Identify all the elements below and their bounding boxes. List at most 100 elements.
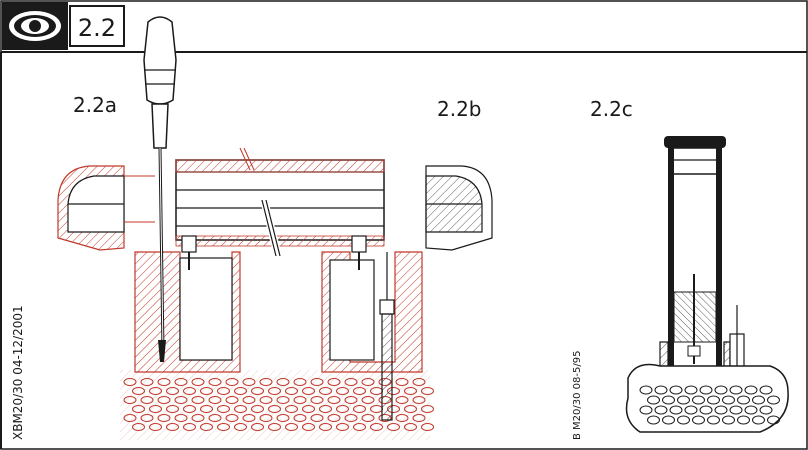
cobblestone [759, 405, 773, 415]
cobblestone [183, 387, 196, 395]
cobblestone [692, 395, 705, 405]
cobblestone [404, 423, 417, 431]
cobblestone [310, 396, 324, 404]
cobblestone [387, 423, 400, 431]
cobblestone [132, 387, 145, 395]
cobblestone [662, 415, 675, 425]
cobblestone [234, 405, 247, 413]
cobblestone [647, 415, 660, 425]
cobblestone [729, 405, 743, 415]
cobblestone [183, 405, 196, 413]
screwdriver-icon [143, 16, 177, 362]
cobblestone [639, 405, 653, 415]
cobblestone [123, 378, 137, 386]
cobblestone [412, 396, 426, 404]
cobblestone [242, 414, 256, 422]
cobblestone [191, 414, 205, 422]
cobblestone [149, 387, 162, 395]
cobblestone [166, 387, 179, 395]
cobblestone [123, 414, 137, 422]
cobblestone [293, 378, 307, 386]
figure-label-a: 2.2a [73, 93, 117, 117]
cobblestone [259, 378, 273, 386]
left-bolt [181, 235, 197, 270]
figure-2-2a-2-2b-assembly [57, 16, 493, 440]
header-eye-badge [2, 2, 68, 50]
post-plug [671, 147, 719, 175]
cobblestone [714, 385, 728, 395]
cobblestone [191, 396, 205, 404]
cobblestone [208, 396, 222, 404]
cobblestone [344, 396, 358, 404]
cobblestone [310, 414, 324, 422]
cobblestone [669, 405, 683, 415]
cobblestone [699, 405, 713, 415]
cobblestone [293, 396, 307, 404]
eye-icon [9, 11, 61, 41]
cobblestone [149, 423, 162, 431]
cobblestone [310, 378, 324, 386]
cobblestone [268, 405, 281, 413]
figure-label-c: 2.2c [590, 97, 633, 121]
document-code-right: B M20/30 08-5/95 [572, 351, 583, 440]
cobblestone [654, 385, 668, 395]
cobblestone [234, 423, 247, 431]
cobblestone [140, 414, 154, 422]
cobblestone [707, 395, 720, 405]
cobblestone [149, 405, 162, 413]
cobblestone [285, 405, 298, 413]
cobblestone [752, 395, 765, 405]
cobblestone [251, 423, 264, 431]
cobblestone [276, 414, 290, 422]
cobblestone [140, 378, 154, 386]
cobblestone [327, 414, 341, 422]
cobblestone [412, 378, 426, 386]
cobblestone [123, 396, 137, 404]
cobblestone [752, 415, 765, 425]
cobblestone [191, 378, 205, 386]
ground-stones [120, 370, 434, 440]
cobblestone [157, 414, 171, 422]
cobblestone [353, 405, 366, 413]
cobblestone [276, 378, 290, 386]
cobblestone [699, 385, 713, 395]
cobblestone [259, 414, 273, 422]
cobblestone [714, 405, 728, 415]
section-number: 2.2 [78, 14, 116, 42]
cobblestone [174, 414, 188, 422]
cobblestone [225, 396, 239, 404]
cobblestone [404, 405, 417, 413]
post-wall-right [716, 148, 722, 368]
cobblestone [412, 414, 426, 422]
beam-profile [175, 147, 385, 257]
cobblestone [370, 423, 383, 431]
cobblestone [722, 415, 735, 425]
cobblestone [132, 423, 145, 431]
cobblestone [744, 385, 758, 395]
cobblestone [242, 378, 256, 386]
cobblestone [200, 405, 213, 413]
cobblestone [208, 378, 222, 386]
cobblestone [336, 423, 349, 431]
cobblestone [251, 405, 264, 413]
cobblestone [174, 396, 188, 404]
cobblestone [361, 378, 375, 386]
cobblestone [744, 405, 758, 415]
post-wall-left [668, 148, 674, 368]
cobblestone [183, 423, 196, 431]
cobblestone [421, 423, 434, 431]
cobblestone [225, 414, 239, 422]
cobblestone [677, 395, 690, 405]
cobblestone [251, 387, 264, 395]
document-code-left: XBM20/30 04-12/2001 [11, 305, 25, 440]
cobblestone [759, 385, 773, 395]
figure-label-b: 2.2b [437, 97, 482, 121]
cobblestone [421, 405, 434, 413]
cobblestone [654, 405, 668, 415]
cobblestone [344, 414, 358, 422]
cobblestone [132, 405, 145, 413]
cobblestone [669, 385, 683, 395]
cobblestone [361, 414, 375, 422]
cobblestone [662, 395, 675, 405]
